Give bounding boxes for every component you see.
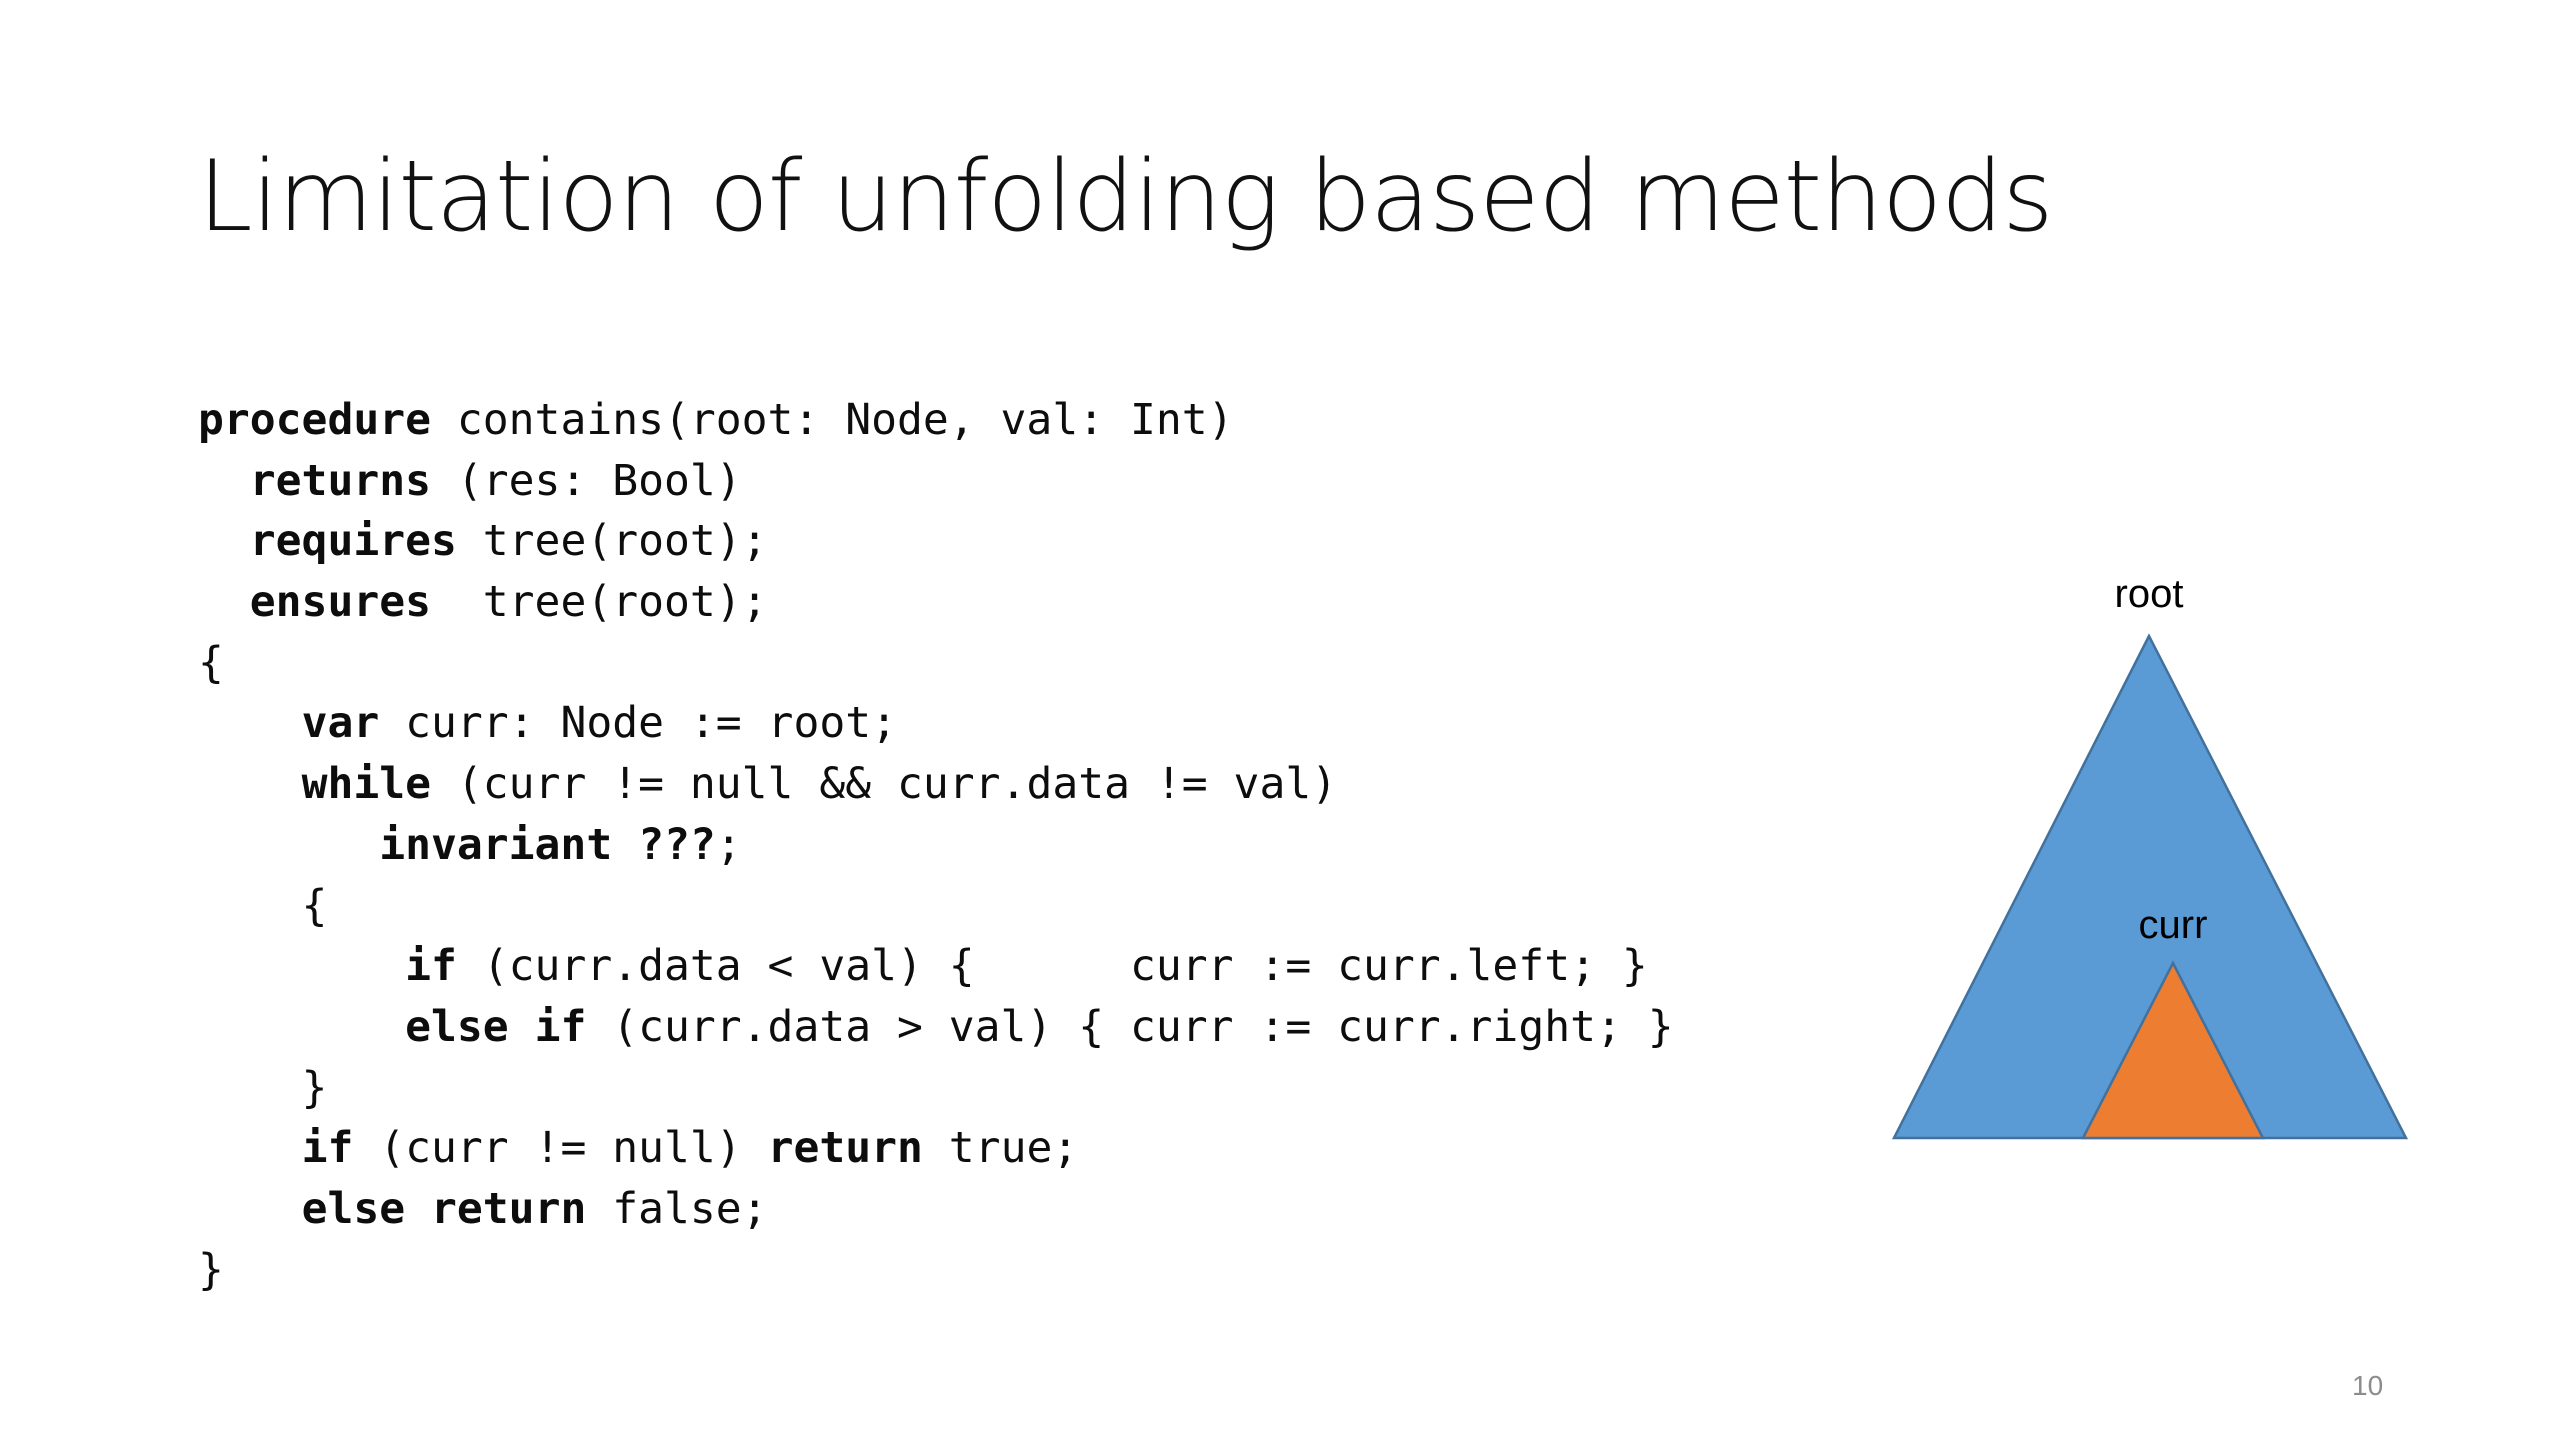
code-keyword: ???	[638, 819, 716, 870]
code-text	[198, 1123, 302, 1173]
code-text	[612, 820, 638, 870]
code-text	[198, 577, 250, 627]
code-keyword: if	[301, 1123, 354, 1174]
code-text	[198, 941, 405, 991]
code-line: if (curr != null) return true;	[198, 1118, 1674, 1179]
code-keyword: procedure	[198, 395, 431, 445]
code-line: while (curr != null && curr.data != val)	[198, 754, 1674, 815]
code-text: {	[198, 637, 224, 688]
code-text: contains(root: Node, val: Int)	[431, 395, 1234, 445]
code-text: (res: Bool)	[431, 455, 742, 506]
code-text: }	[198, 1244, 224, 1295]
page-number: 10	[2352, 1370, 2384, 1401]
code-text	[405, 1184, 431, 1234]
code-line: returns (res: Bool)	[198, 451, 1674, 512]
code-text	[198, 1002, 405, 1052]
code-keyword: else	[301, 1183, 406, 1234]
root-label: root	[2114, 572, 2184, 616]
code-text: }	[198, 1062, 328, 1113]
code-text	[198, 820, 379, 870]
code-keyword: if	[405, 941, 457, 992]
code-keyword: ensures	[249, 577, 431, 628]
code-keyword: returns	[249, 455, 431, 506]
tree-diagram-svg	[1891, 633, 2409, 1140]
code-text	[198, 759, 302, 809]
code-keyword: var	[301, 698, 380, 749]
code-text: tree(root);	[431, 577, 768, 628]
code-text: (curr.data < val) { curr := curr.left; }	[456, 941, 1648, 992]
code-line: }	[198, 1240, 1674, 1301]
code-line: ensures tree(root);	[198, 572, 1674, 633]
code-keyword: invariant	[379, 819, 613, 870]
code-text	[198, 698, 302, 748]
code-text: curr: Node := root;	[379, 698, 897, 749]
code-line: var curr: Node := root;	[198, 693, 1674, 754]
code-line: {	[198, 633, 1674, 694]
code-text: true;	[922, 1123, 1079, 1174]
code-text: tree(root);	[456, 516, 768, 567]
code-line: invariant ???;	[198, 815, 1674, 876]
code-text: (curr != null)	[353, 1123, 768, 1174]
curr-label: curr	[2138, 903, 2208, 947]
code-text	[198, 1184, 302, 1234]
code-line: else if (curr.data > val) { curr := curr…	[198, 997, 1674, 1058]
code-line: requires tree(root);	[198, 511, 1674, 572]
code-keyword: while	[301, 759, 432, 810]
code-text: false;	[586, 1183, 768, 1234]
code-keyword: if	[534, 1001, 587, 1052]
code-text: ;	[715, 819, 742, 870]
slide-title: Limitation of unfolding based methods	[198, 140, 2053, 254]
code-line: {	[198, 876, 1674, 937]
code-text: (curr != null && curr.data != val)	[431, 759, 1338, 810]
code-text	[509, 1002, 535, 1052]
curr-subtree-triangle	[2080, 960, 2266, 1140]
code-text	[198, 456, 250, 506]
code-keyword: requires	[249, 516, 457, 567]
code-text: (curr.data > val) { curr := curr.right; …	[586, 1001, 1674, 1052]
code-keyword: return	[431, 1183, 587, 1234]
code-text: {	[198, 880, 328, 931]
code-line: }	[198, 1058, 1674, 1119]
code-text	[198, 516, 250, 566]
code-line: if (curr.data < val) { curr := curr.left…	[198, 936, 1674, 997]
code-line: else return false;	[198, 1179, 1674, 1240]
code-keyword: return	[767, 1123, 923, 1174]
code-line: procedure contains(root: Node, val: Int)	[198, 390, 1674, 451]
code-block: procedure contains(root: Node, val: Int)…	[198, 390, 1674, 1300]
tree-diagram: root curr	[1860, 560, 2420, 1160]
code-keyword: else	[405, 1001, 509, 1052]
